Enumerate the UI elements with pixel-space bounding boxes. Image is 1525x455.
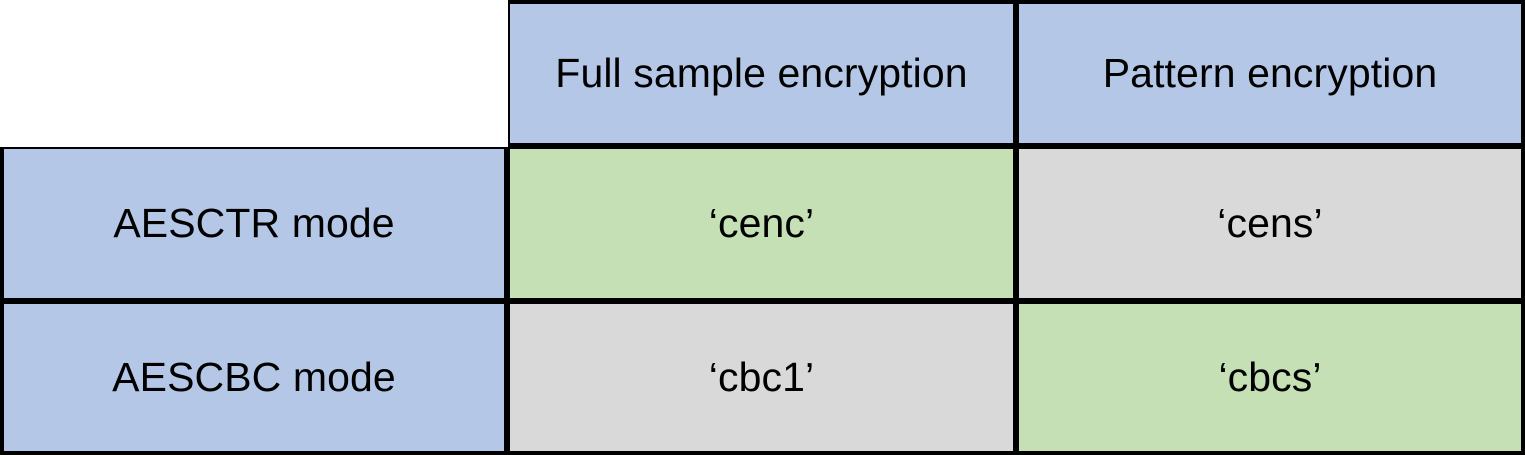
row-header-aesctr-mode: AESCTR mode <box>0 147 508 302</box>
table-cell-value: ‘cens’ <box>1217 199 1323 246</box>
column-header-label: Full sample encryption <box>555 49 968 96</box>
table-cell-aesctr-pattern: ‘cens’ <box>1017 147 1525 302</box>
table-cell-value: ‘cbcs’ <box>1218 353 1322 400</box>
row-header-aescbc-mode: AESCBC mode <box>0 302 508 455</box>
table-cell-value: ‘cbc1’ <box>708 353 815 400</box>
table-cell-aesctr-full-sample: ‘cenc’ <box>508 147 1017 302</box>
row-header-label: AESCTR mode <box>113 199 395 246</box>
table-cell-value: ‘cenc’ <box>708 199 815 246</box>
matrix-corner-cell <box>0 0 508 147</box>
column-header-label: Pattern encryption <box>1102 49 1438 96</box>
row-header-label: AESCBC mode <box>112 353 396 400</box>
column-header-pattern-encryption: Pattern encryption <box>1017 0 1525 147</box>
column-header-full-sample-encryption: Full sample encryption <box>508 0 1017 147</box>
table-cell-aescbc-pattern: ‘cbcs’ <box>1017 302 1525 455</box>
table-cell-aescbc-full-sample: ‘cbc1’ <box>508 302 1017 455</box>
